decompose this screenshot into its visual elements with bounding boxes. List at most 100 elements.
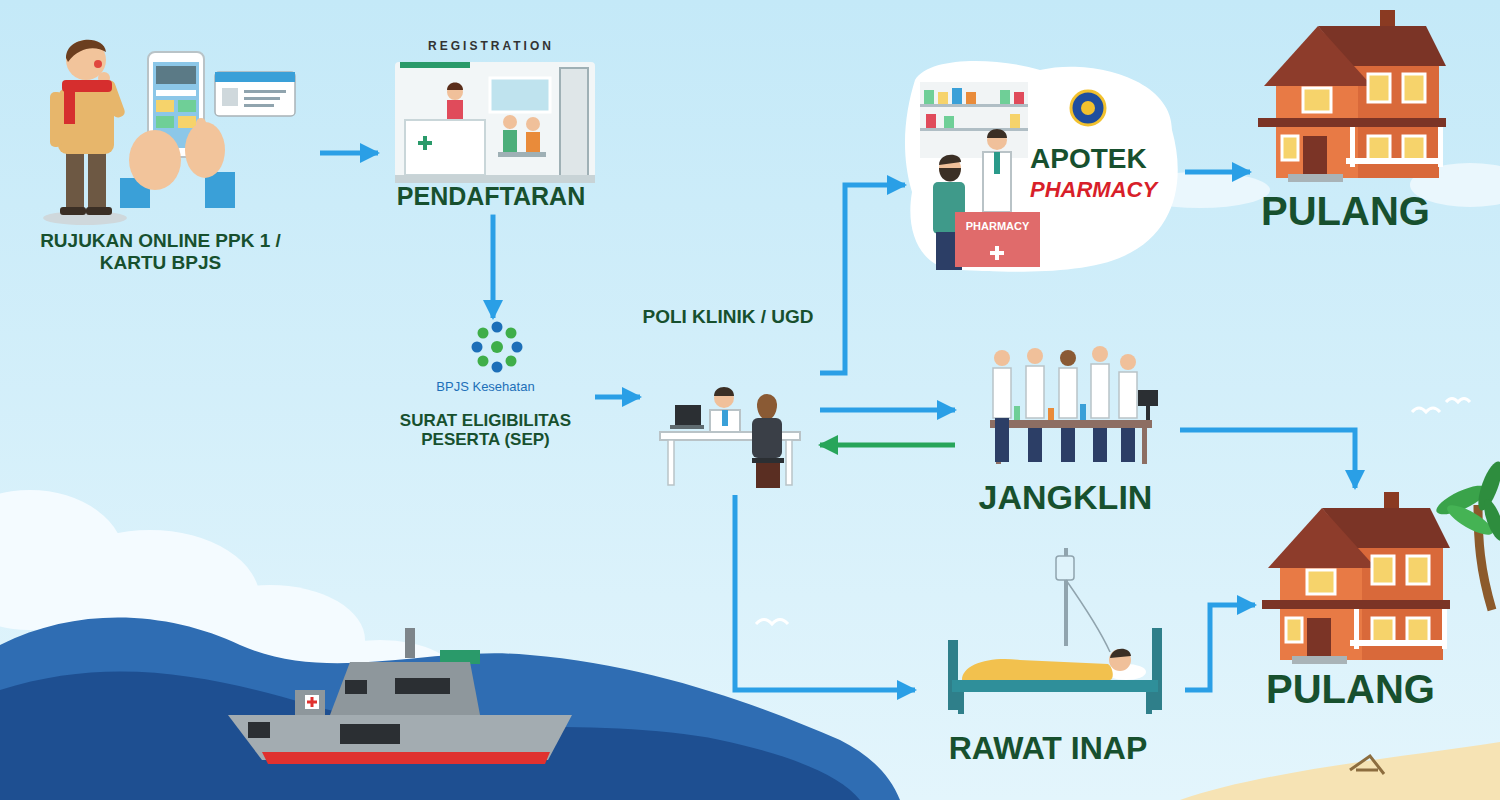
illustration-part [948,640,958,710]
illustration-part [94,60,102,68]
illustration-part [0,618,900,800]
illustration-part [1121,428,1135,462]
illustration-part [1014,92,1024,104]
flow-step: JANGKLIN [955,340,1180,521]
illustration-part [1142,428,1147,464]
illustration-part [248,722,270,738]
illustration-part [924,90,934,104]
illustration-part [418,136,432,150]
illustration-part [244,104,274,107]
illustration-part [506,356,517,367]
illustration-part [1480,497,1500,543]
step-sublabel: PENDAFTARAN [378,182,604,211]
flow-arrow [491,215,496,318]
step-label: PULANG [1255,666,1446,712]
illustration-part [1350,756,1384,774]
illustration-part [987,130,1007,150]
illustration-part [939,168,961,182]
flow-arrow [820,185,905,373]
illustration-part [345,680,367,694]
illustration-part [752,418,782,458]
flow-step: POLI KLINIK / UGD [640,300,820,495]
illustration-part [944,116,954,128]
sea [0,618,900,800]
illustration-part [993,368,1011,418]
illustration-part [958,692,964,714]
illustration-part [1262,492,1450,664]
illustration-part [675,405,701,425]
step-label: RUJUKAN ONLINE PPK 1 / KARTU BPJS [5,230,316,274]
illustration-part [405,628,415,658]
illustration-part [244,97,280,100]
illustration-part [1061,428,1075,462]
illustration-part [1110,649,1131,658]
illustration-part [156,66,196,84]
sign-text: PHARMACY [955,220,1040,232]
illustration-part [330,662,480,715]
illustration-part [440,650,480,664]
illustration-part [156,100,174,112]
illustration-part [492,322,503,333]
illustration-part [952,88,962,104]
illustration-part [722,410,728,426]
illustration-part [60,207,86,215]
illustration-part [50,92,62,147]
illustration-part [1026,366,1044,418]
illustration-part [405,120,485,175]
illustration-part [1146,692,1152,714]
illustration-part [1014,406,1020,420]
illustration-part [1066,580,1110,652]
flow-arrow [320,151,378,156]
illustration-part [670,425,704,429]
illustration-part [668,440,674,485]
illustration-part [395,678,450,694]
illustration-part [447,83,463,91]
illustration-part [1120,354,1136,370]
illustration-part [1092,346,1108,362]
illustration-part [215,72,295,82]
illustration-part [503,115,517,129]
illustration-part [714,387,734,396]
illustration-part [920,82,1028,158]
illustration-part [1152,628,1162,710]
illustration-part [1028,428,1042,462]
step-label: PULANG [1250,188,1441,234]
illustration-part [920,128,1028,131]
illustration-part [156,90,196,96]
illustration-part [1180,742,1500,800]
step-label: JANGKLIN [955,478,1176,517]
illustration-part [129,130,181,190]
illustration-part [88,150,106,212]
illustration-part [1081,101,1095,115]
illustration-part [395,62,595,178]
illustration-part [994,152,1000,174]
illustration-part [66,150,84,212]
illustration-part [1138,390,1158,406]
step-label: BPJS Kesehatan [380,380,591,395]
illustration-part [64,88,75,124]
illustration-part [560,68,588,178]
illustration-part [340,724,400,744]
inpatient-bed [948,548,1162,714]
illustration-part [178,116,196,128]
illustration-part [752,458,784,463]
illustration-part [1000,90,1010,104]
illustration-part [178,100,196,112]
flow-step: BPJS KesehatanSURAT ELIGIBILITAS PESERTA… [380,318,595,454]
illustration-part [1027,348,1043,364]
illustration-part [994,350,1010,366]
illustration-part [478,328,489,339]
flow-step: REGISTRATION PENDAFTARAN [378,35,608,215]
step-label: REGISTRATION [378,40,604,54]
flow-arrow [1185,605,1255,690]
illustration-part [512,342,523,353]
flow-arrow [820,408,955,413]
illustration-part [1080,404,1086,420]
flow-step: RAWAT INAP [915,540,1185,771]
illustration-part [66,40,106,62]
illustration-part [1446,399,1470,403]
illustration-part [962,659,1113,680]
bpjs-card [215,72,295,116]
ship [228,628,572,764]
